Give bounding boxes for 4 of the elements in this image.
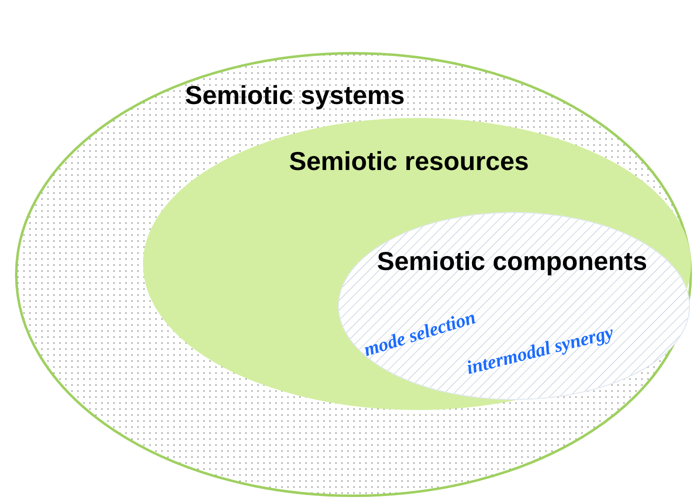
region-heading: Semiotic resources (289, 146, 529, 177)
region-heading: Semiotic systems (185, 80, 405, 111)
region-heading: Semiotic components (377, 246, 648, 277)
rotated-label: mode selection (362, 307, 478, 362)
